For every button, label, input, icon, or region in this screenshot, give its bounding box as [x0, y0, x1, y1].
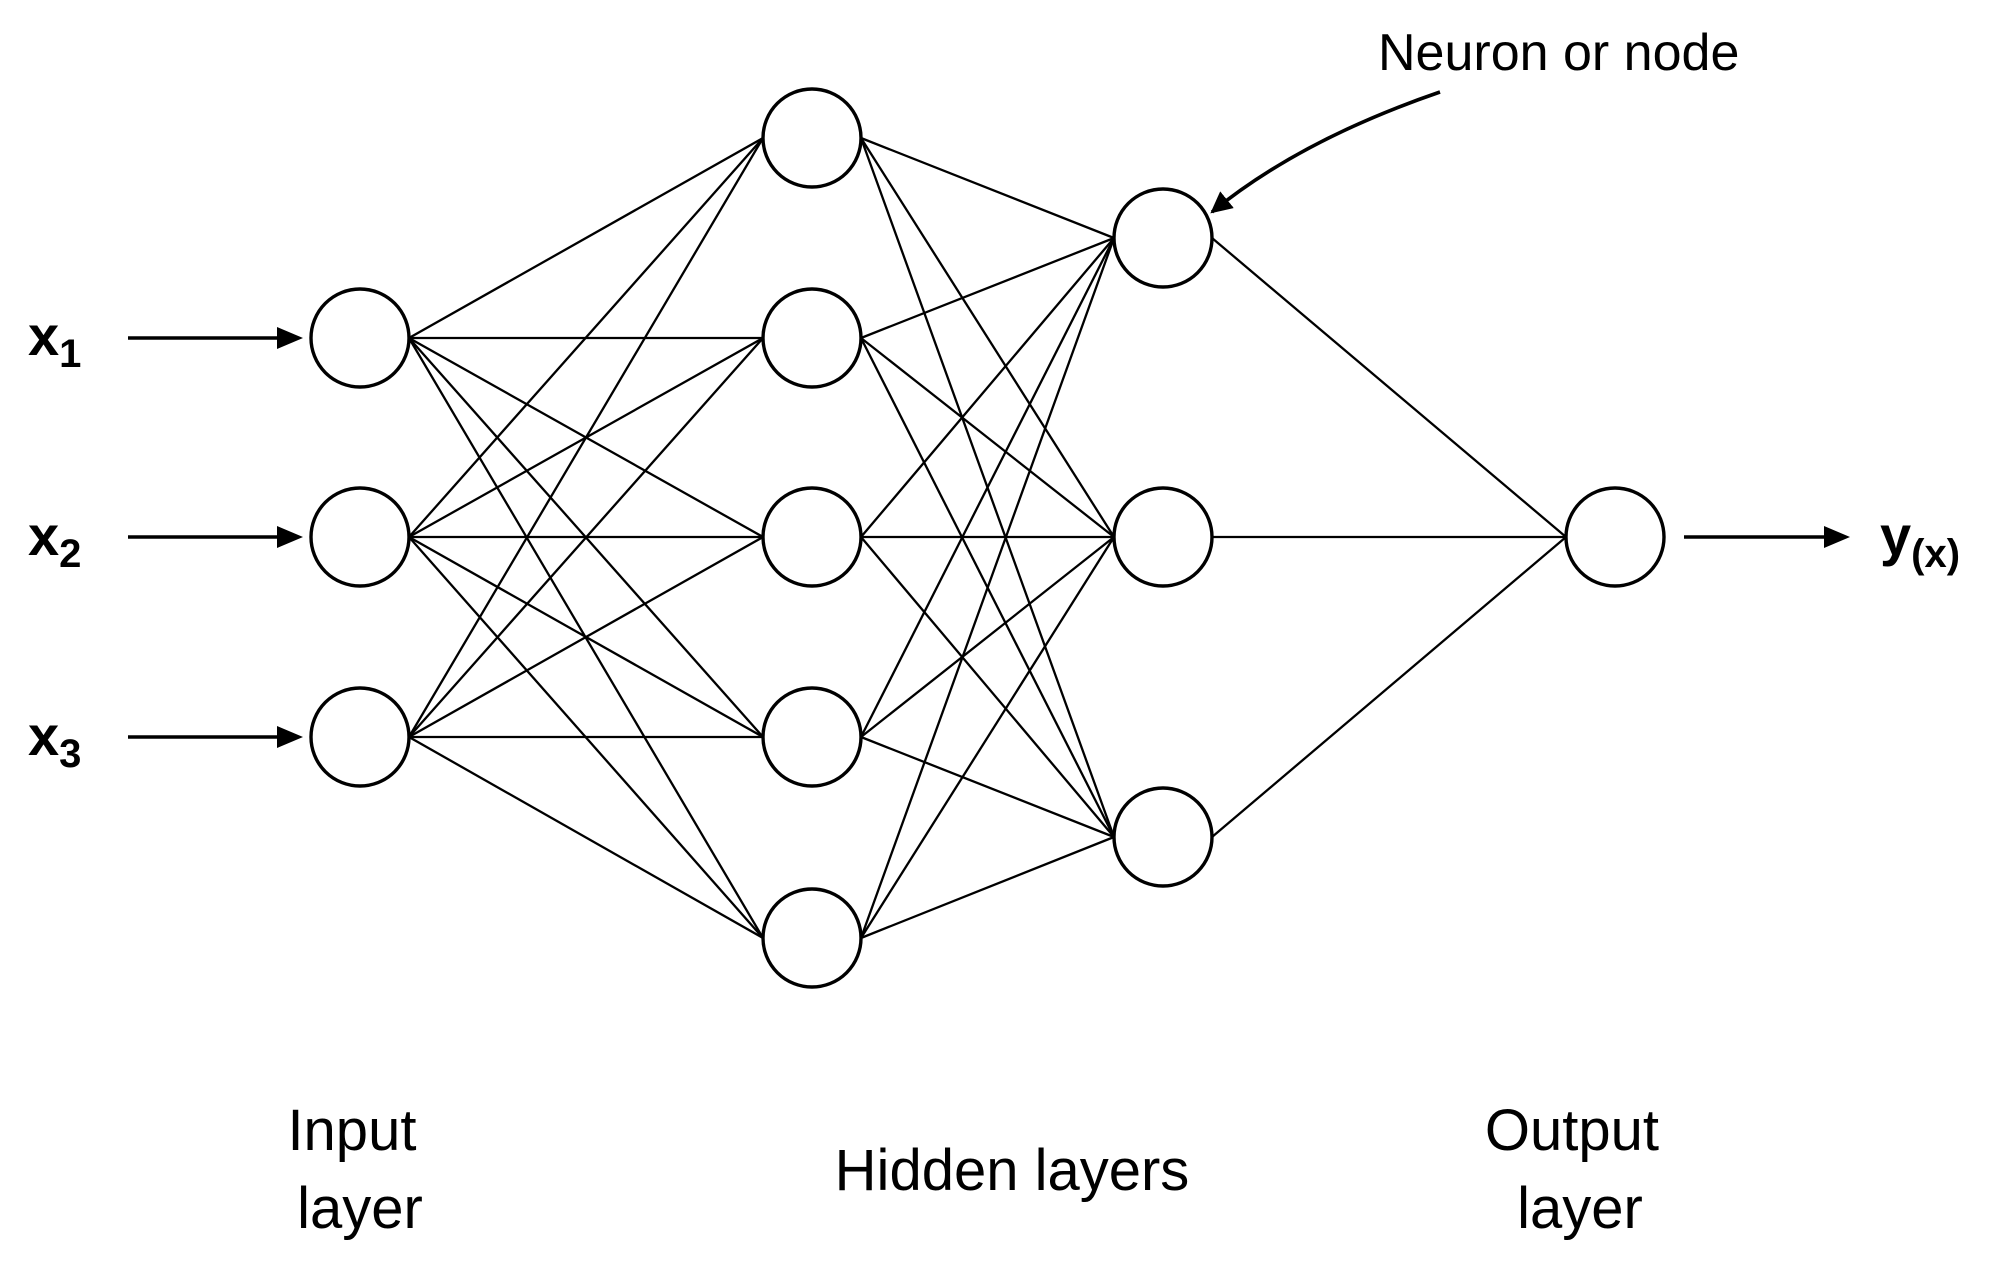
- edge-l1n3-l2n0: [859, 237, 1116, 738]
- neuron-layer-0-node-1: [309, 486, 411, 588]
- input-label-x3: x3: [28, 704, 81, 776]
- io-arrows: [128, 327, 1850, 748]
- edge-l1n0-l2n0: [860, 136, 1115, 240]
- edge-l1n3-l2n2: [860, 735, 1115, 839]
- caption-input-layer: Input layer: [287, 1098, 432, 1241]
- neuron-layer-1-node-1: [761, 287, 863, 389]
- neuron-layer-2-node-1: [1112, 486, 1214, 588]
- output-arrow-head: [1824, 526, 1850, 548]
- input-arrow-3-head: [277, 726, 303, 748]
- callout-neuron-or-node: Neuron or node: [1378, 24, 1739, 82]
- input-arrow-1-head: [277, 327, 303, 349]
- neurons: [309, 87, 1666, 989]
- output-label-y: y(x): [1880, 504, 1960, 576]
- neuron-layer-0-node-2: [309, 686, 411, 788]
- edge-l0n2-l1n1: [408, 337, 764, 738]
- edge-l0n2-l1n4: [408, 735, 764, 940]
- edge-l0n2-l1n0: [408, 137, 764, 738]
- edge-l1n4-l2n2: [860, 835, 1115, 940]
- edge-l1n4-l2n0: [859, 237, 1116, 939]
- edge-l1n1-l2n1: [860, 337, 1115, 538]
- edge-l0n2-l1n2: [408, 535, 764, 739]
- callout-arrow: [1210, 90, 1441, 214]
- edge-l1n1-l2n0: [860, 236, 1115, 340]
- input-label-x2: x2: [28, 504, 81, 576]
- neuron-layer-3-node-0: [1564, 486, 1666, 588]
- caption-hidden-layers: Hidden layers: [835, 1138, 1190, 1203]
- edge-l1n0-l2n1: [860, 137, 1115, 538]
- neuron-layer-2-node-2: [1112, 786, 1214, 888]
- edge-l1n2-l2n0: [860, 237, 1115, 538]
- edge-l1n2-l2n2: [860, 536, 1115, 838]
- neuron-layer-1-node-4: [761, 887, 863, 989]
- edge-l2n2-l3n0: [1211, 536, 1567, 838]
- neuron-layer-1-node-0: [761, 87, 863, 189]
- connections: [408, 136, 1567, 940]
- edge-l0n0-l1n0: [408, 136, 764, 340]
- edge-l1n4-l2n1: [860, 536, 1115, 939]
- input-label-x1: x1: [28, 304, 81, 376]
- caption-output-layer: Output layer: [1485, 1098, 1675, 1241]
- edge-l0n1-l1n0: [408, 137, 764, 538]
- neuron-layer-1-node-2: [761, 486, 863, 588]
- neuron-layer-0-node-0: [309, 287, 411, 389]
- edge-l2n0-l3n0: [1211, 237, 1567, 538]
- neuron-layer-1-node-3: [761, 686, 863, 788]
- neuron-layer-2-node-0: [1112, 187, 1214, 289]
- edge-l1n3-l2n1: [860, 536, 1115, 738]
- input-arrow-2-head: [277, 526, 303, 548]
